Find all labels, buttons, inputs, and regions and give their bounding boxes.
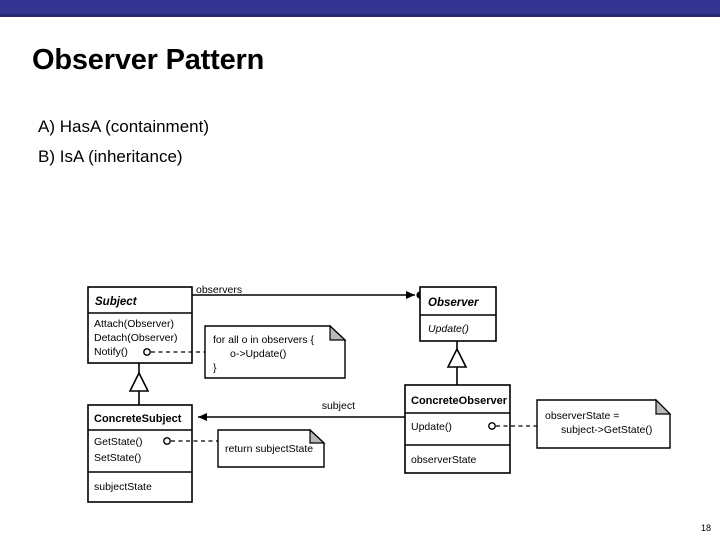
note-anchor-circle — [143, 348, 151, 356]
subject-operation-2: Notify() — [94, 346, 128, 358]
note-getstate: return subjectState — [217, 428, 326, 468]
class-name-concreteobserver: ConcreteObserver — [411, 395, 508, 407]
class-box-observer: Observer Update() — [419, 286, 497, 342]
note-link-notify — [143, 348, 205, 356]
note-dogear-icon — [309, 428, 326, 444]
note-notify-line-0: for all o in observers { — [213, 334, 314, 346]
generalization-concretesubject-subject — [128, 363, 150, 405]
association-observers-label: observers — [196, 284, 242, 296]
observer-operation-0: Update() — [428, 323, 469, 335]
bullet-list: A) HasA (containment) B) IsA (inheritanc… — [38, 112, 209, 172]
generalization-triangle — [128, 371, 150, 392]
association-observers: observers — [192, 284, 424, 299]
note-dogear-icon — [655, 398, 672, 415]
bullet-item-a: A) HasA (containment) — [38, 117, 210, 136]
class-box-subject: Subject Attach(Observer) Detach(Observer… — [87, 286, 193, 364]
page-title: Observer Pattern — [32, 44, 265, 76]
page-number: 18 — [700, 523, 711, 533]
concreteobserver-operation-0: Update() — [411, 421, 452, 433]
concreteobserver-attribute-0: observerState — [411, 454, 477, 466]
note-anchor-circle — [163, 437, 171, 445]
concretesubject-operation-1: SetState() — [94, 452, 141, 464]
generalization-concreteobserver-observer — [446, 341, 468, 385]
subject-operation-1: Detach(Observer) — [94, 332, 177, 344]
subject-operation-0: Attach(Observer) — [94, 318, 174, 330]
class-box-concretesubject: ConcreteSubject GetState() SetState() su… — [87, 404, 193, 503]
class-name-observer: Observer — [428, 297, 479, 309]
generalization-triangle — [446, 347, 468, 368]
class-name-concretesubject: ConcreteSubject — [94, 413, 182, 425]
note-notify-line-2: } — [213, 362, 217, 374]
note-dogear-icon — [329, 324, 347, 341]
note-update-line-1: subject->GetState() — [561, 424, 652, 436]
bullet-item-b: B) IsA (inheritance) — [38, 147, 183, 166]
note-update-line-0: observerState = — [545, 410, 619, 422]
note-notify-line-1: o->Update() — [230, 348, 286, 360]
slide-accent-bar — [0, 0, 720, 17]
uml-class-diagram: observers subject — [0, 265, 720, 520]
association-subject-label: subject — [322, 400, 355, 412]
note-link-update — [488, 422, 537, 430]
note-anchor-circle — [488, 422, 496, 430]
class-name-subject: Subject — [95, 296, 138, 308]
class-box-concreteobserver: ConcreteObserver Update() observerState — [404, 384, 511, 474]
concretesubject-operation-0: GetState() — [94, 436, 142, 448]
note-link-getstate — [163, 437, 218, 445]
note-getstate-line-0: return subjectState — [225, 443, 313, 455]
note-update: observerState = subject->GetState() — [536, 398, 672, 449]
association-subject: subject — [198, 400, 405, 421]
note-notify: for all o in observers { o->Update() } — [204, 324, 347, 379]
concretesubject-attribute-0: subjectState — [94, 481, 152, 493]
